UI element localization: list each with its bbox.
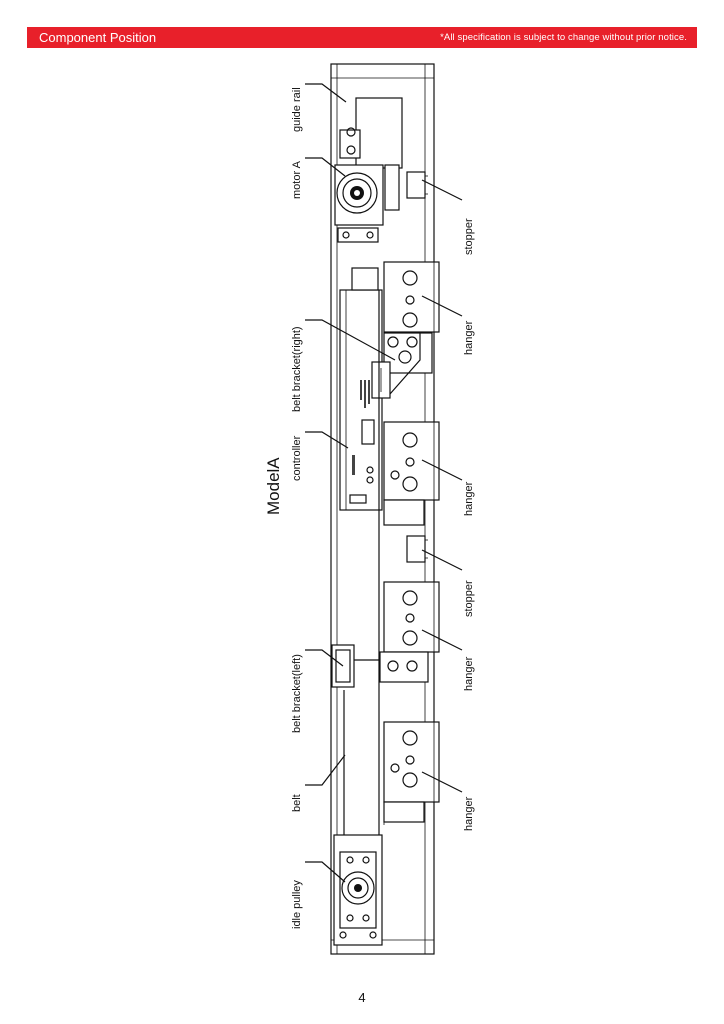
stopper-top xyxy=(406,171,428,199)
leader-lines-right xyxy=(421,179,463,793)
label-hanger-2: hanger xyxy=(463,481,475,516)
label-motor-a: motor A xyxy=(291,160,303,199)
label-belt-bracket-right: belt bracket(right) xyxy=(291,326,303,412)
label-hanger-4: hanger xyxy=(463,796,475,831)
belt-bracket-right xyxy=(371,332,421,399)
motor-a xyxy=(334,97,403,243)
hanger-2 xyxy=(383,405,440,526)
label-guide-rail: guide rail xyxy=(291,87,303,132)
label-hanger-1: hanger xyxy=(463,320,475,355)
controller xyxy=(339,267,383,511)
hanger-3 xyxy=(379,565,440,683)
label-belt: belt xyxy=(291,794,303,812)
label-idle-pulley: idle pulley xyxy=(291,880,303,929)
stopper-bottom xyxy=(406,535,428,563)
header-title: Component Position xyxy=(39,30,157,45)
label-belt-bracket-left: belt bracket(left) xyxy=(291,654,303,733)
header-bar: Component Position *All specification is… xyxy=(27,27,697,48)
label-stopper-top: stopper xyxy=(463,218,475,255)
idle-pulley xyxy=(333,834,383,946)
model-title: ModelA xyxy=(264,457,283,515)
header-notice: *All specification is subject to change … xyxy=(440,32,687,43)
belt-bracket-left xyxy=(331,644,380,688)
page-number: 4 xyxy=(358,990,366,1005)
label-controller: controller xyxy=(291,435,303,481)
hanger-1 xyxy=(383,245,440,374)
label-hanger-3: hanger xyxy=(463,656,475,691)
leader-lines-left xyxy=(305,83,396,883)
label-stopper-bottom: stopper xyxy=(463,580,475,617)
hanger-4 xyxy=(383,705,440,823)
